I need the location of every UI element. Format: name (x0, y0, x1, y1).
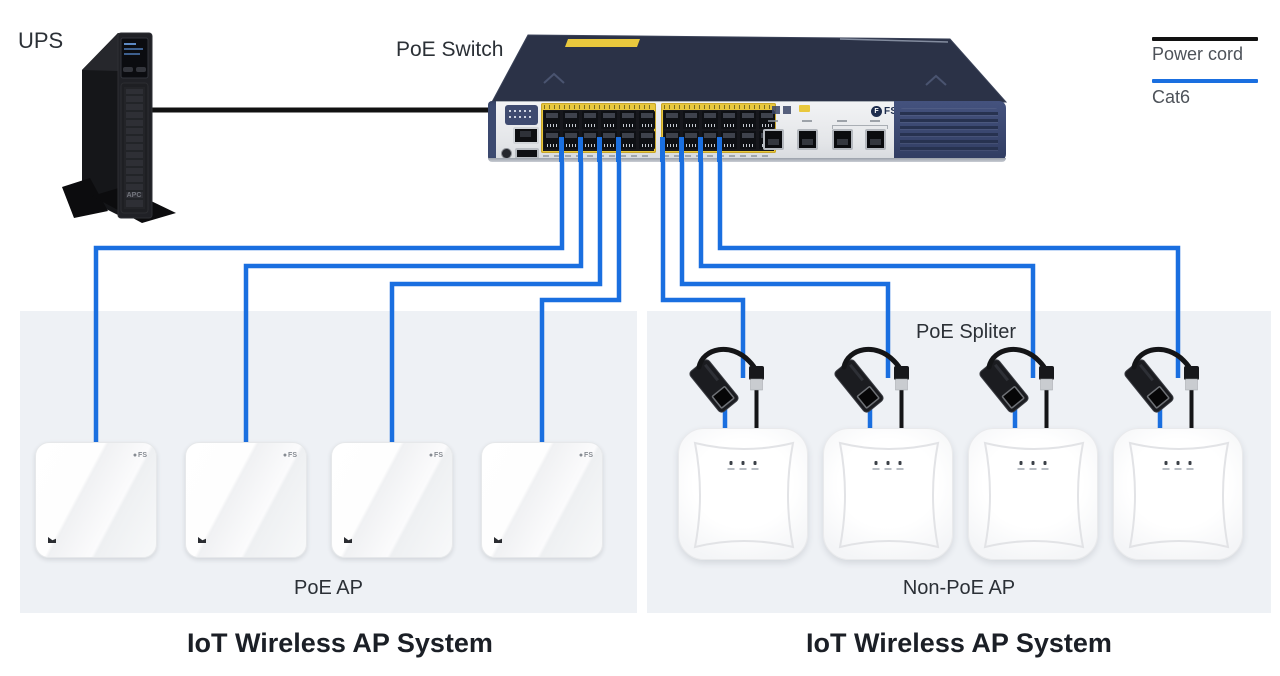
cat6-plug (559, 137, 564, 162)
ap-brand-logo: FS (429, 452, 443, 459)
switch-top-surface (491, 34, 1008, 103)
switch-right-cap (894, 101, 1006, 161)
rj45-port-bank-1 (541, 103, 656, 153)
cat6-plug (578, 137, 583, 162)
ap-brand-logo: FS (283, 452, 297, 459)
legend-power-cord-line (1152, 37, 1258, 41)
switch-bottom-edge (488, 158, 1006, 162)
poe-switch-label: PoE Switch (396, 38, 504, 61)
non-poe-ap-label: Non-PoE AP (902, 577, 1016, 599)
cat6-plug (616, 137, 621, 162)
poe-splitter-label: PoE Spliter (915, 321, 1017, 343)
ups-brand-mark: APC (127, 192, 142, 199)
poe-ap-label: PoE AP (294, 577, 363, 599)
switch-brand-logo: F FS (871, 106, 897, 117)
sfp-port-1 (763, 129, 784, 150)
ups-label: UPS (18, 28, 64, 53)
switch-top-sticker (565, 39, 640, 47)
cat6-plug (679, 137, 684, 162)
switch-model-text (772, 106, 794, 114)
right-system-title: IoT Wireless AP System (806, 628, 1112, 658)
non-poe-ap-2 (823, 428, 953, 560)
sfp-port-2 (797, 129, 818, 150)
poe-switch-device: F FS (488, 31, 1008, 163)
switch-led-block (505, 105, 538, 125)
ap-status-notch (198, 537, 206, 543)
ap-brand-logo: FS (133, 452, 147, 459)
poe-ap-2: FS (185, 442, 307, 558)
ap-led-indicators (1162, 461, 1194, 470)
legend-cat6-line (1152, 79, 1258, 83)
poe-ap-3: FS (331, 442, 453, 558)
sfp-port-3 (832, 129, 853, 150)
switch-front-panel: F FS (488, 101, 1006, 161)
legend-cat6-label: Cat6 (1152, 87, 1191, 107)
poe-ap-4: FS (481, 442, 603, 558)
cat6-plug (597, 137, 602, 162)
ap-status-notch (494, 537, 502, 543)
left-system-title: IoT Wireless AP System (187, 628, 493, 658)
ap-brand-logo: FS (579, 452, 593, 459)
cat6-cables-left (93, 156, 622, 452)
ap-led-indicators (872, 461, 904, 470)
ap-status-notch (344, 537, 352, 543)
poe-plus-badge (799, 105, 810, 112)
ups-device: APC (60, 25, 250, 240)
non-poe-ap-4 (1113, 428, 1243, 560)
ap-led-indicators (1017, 461, 1049, 470)
sfp-port-4 (865, 129, 886, 150)
legend-power-cord-label: Power cord (1152, 44, 1244, 64)
ap-led-indicators (727, 461, 759, 470)
cat6-cables-right (660, 156, 1181, 378)
poe-ap-1: FS (35, 442, 157, 558)
cat6-plug (660, 137, 665, 162)
non-poe-ap-3 (968, 428, 1098, 560)
non-poe-ap-1 (678, 428, 808, 560)
switch-faceplate: F FS (496, 101, 897, 161)
fs-logo-icon: F (871, 106, 882, 117)
ap-status-notch (48, 537, 56, 543)
console-port (513, 127, 539, 144)
cat6-plug (717, 137, 722, 162)
cat6-plug (698, 137, 703, 162)
sfp-group-bracket (832, 125, 888, 129)
